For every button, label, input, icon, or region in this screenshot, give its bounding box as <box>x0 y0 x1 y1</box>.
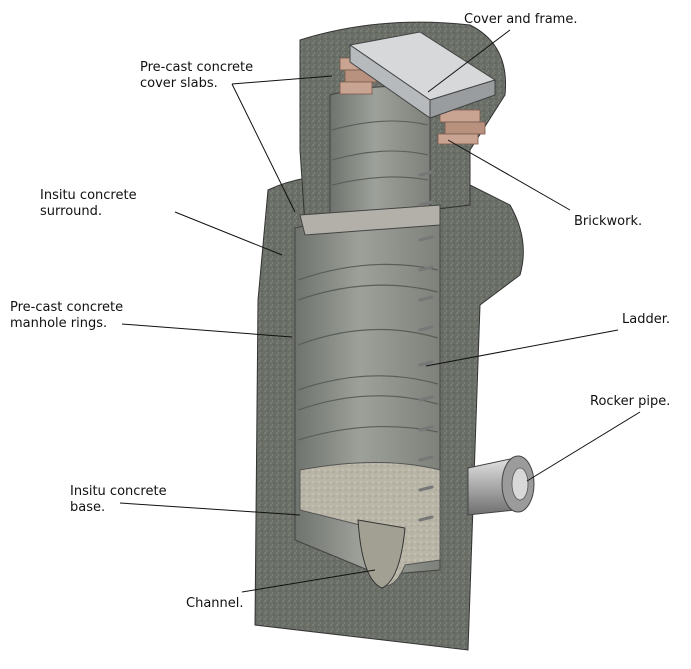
label-insitu-surround: Insitu concrete surround. <box>40 188 137 219</box>
cover-frame-shape <box>348 31 497 119</box>
leader-lines <box>119 29 641 593</box>
ring-joints <box>297 263 439 441</box>
label-insitu-base: Insitu concrete base. <box>70 484 167 515</box>
label-rocker-pipe: Rocker pipe. <box>590 394 671 409</box>
label-ladder: Ladder. <box>622 312 670 327</box>
label-manhole-rings: Pre-cast concrete manhole rings. <box>10 300 124 331</box>
label-cover-and-frame: Cover and frame. <box>464 12 578 27</box>
ladder-rungs <box>418 170 434 522</box>
rocker-pipe-shape <box>467 455 535 516</box>
label-cover-slabs: Pre-cast concrete cover slabs. <box>140 60 254 91</box>
label-brickwork: Brickwork. <box>574 214 643 229</box>
label-channel: Channel. <box>186 596 244 611</box>
